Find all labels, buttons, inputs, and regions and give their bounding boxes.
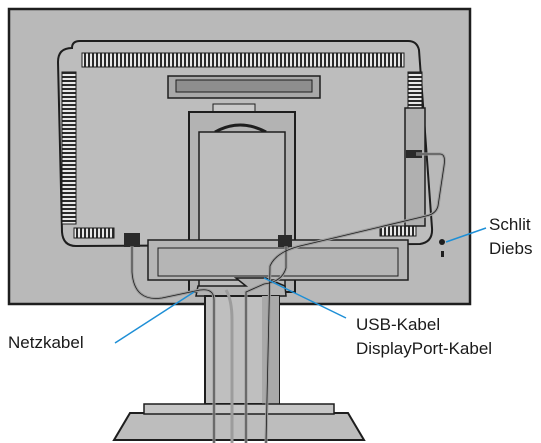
stand-base-top bbox=[143, 403, 335, 415]
leader-usb-displayport bbox=[263, 277, 347, 319]
lock-slot bbox=[441, 251, 444, 257]
stand-base bbox=[112, 412, 366, 441]
displayport-cable-label: DisplayPort-Kabel bbox=[356, 339, 493, 358]
leader-lock-slot bbox=[445, 227, 487, 243]
security-slot-label-line1: Schlit bbox=[489, 215, 531, 234]
side-port-panel bbox=[404, 107, 426, 227]
stand-mount-arc bbox=[214, 123, 267, 134]
power-cable-label: Netzkabel bbox=[8, 333, 84, 352]
stand-neck-shade bbox=[262, 296, 279, 404]
security-slot-label-line2: Diebs bbox=[489, 239, 533, 258]
left-vent bbox=[61, 71, 77, 225]
displayport-connector bbox=[278, 235, 292, 247]
usb-port-connector bbox=[406, 150, 422, 158]
usb-cable-label: USB-Kabel bbox=[356, 315, 441, 334]
connector-recess bbox=[157, 247, 399, 277]
bottom-right-vent bbox=[379, 225, 417, 237]
bottom-left-vent bbox=[73, 227, 115, 239]
cable-loop bbox=[224, 289, 234, 443]
handle-grip bbox=[175, 79, 313, 93]
top-vent bbox=[81, 52, 405, 68]
lock-slot-icon bbox=[439, 239, 445, 245]
leader-power-cable bbox=[114, 291, 195, 344]
power-connector bbox=[124, 233, 140, 247]
